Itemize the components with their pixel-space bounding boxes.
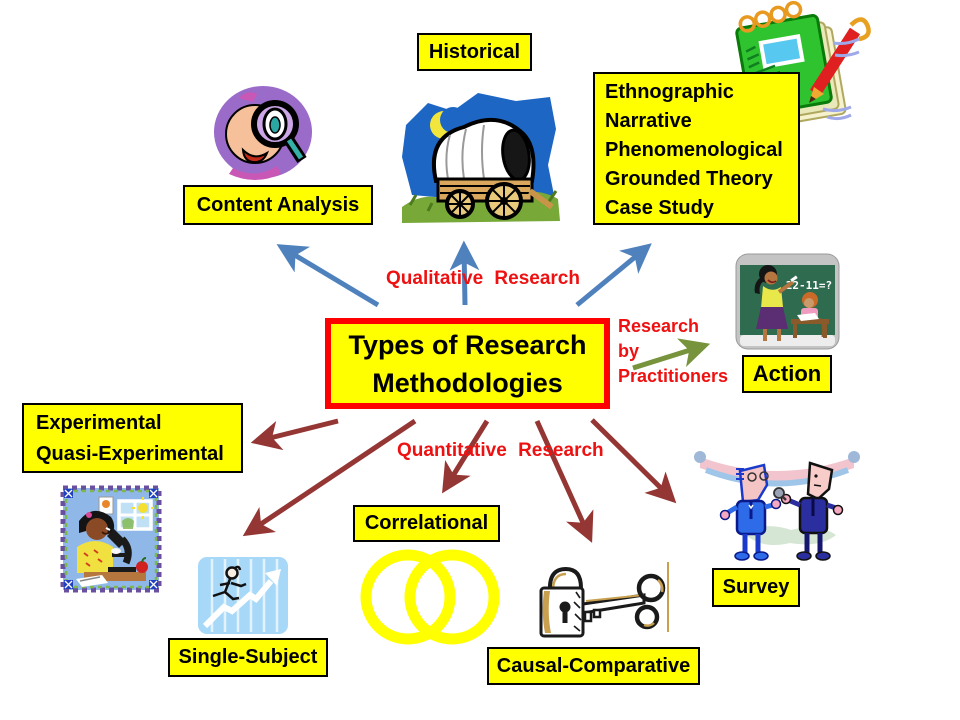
node-content-analysis: Content Analysis [183,185,373,225]
arrow-to-qualitative-types [575,243,652,307]
node-survey: Survey [712,568,800,607]
arrow-to-experimental [250,418,339,451]
node-action: Action [742,355,832,393]
covered-wagon-icon [402,93,560,223]
overlapping-circles-icon [360,549,500,645]
arrow-to-content-analysis [276,244,380,308]
title-line-2: Methodologies [372,367,563,398]
interview-people-icon [694,451,860,561]
node-experimental: Experimental Quasi-Experimental [22,403,243,473]
arrow-to-causal-comparative [534,419,594,543]
node-historical: Historical [417,33,532,71]
node-single-subject: Single-Subject [168,638,328,677]
trend-chart-runner-icon [198,557,288,634]
chalkboard-text: 22-11=? [786,279,832,292]
magnifier-face-icon [214,86,312,180]
title-line-1: Types of Research [348,329,587,360]
node-correlational: Correlational [353,505,500,542]
node-qualitative-types: Ethnographic Narrative Phenomenological … [593,72,800,225]
lock-key-icon [539,562,669,638]
quantitative-research-label: Quantitative Research [397,440,604,461]
research-by-practitioners-label: Research by Practitioners [618,316,729,386]
teacher-chalkboard-icon: 22-11=? [735,253,840,350]
node-causal-comparative: Causal-Comparative [487,647,700,685]
qualitative-research-label: Qualitative Research [386,268,580,289]
center-title-box: Types of Research Methodologies [325,318,610,409]
arrow-to-survey [590,418,677,504]
scientist-microscope-icon [60,485,162,593]
